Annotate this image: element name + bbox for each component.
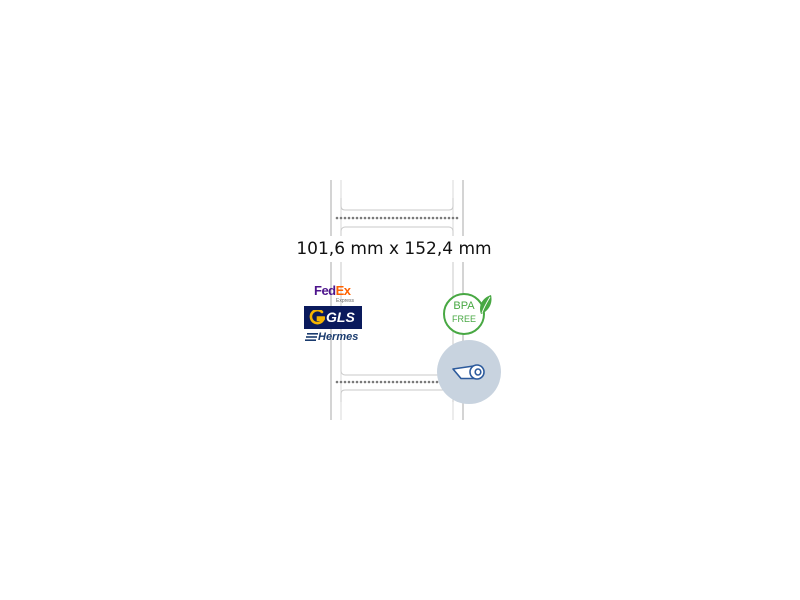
perforation-dot <box>375 380 379 384</box>
hermes-stripes-icon <box>305 333 318 341</box>
gls-text: GLS <box>326 309 355 325</box>
perforation-dot <box>391 380 395 384</box>
carrier-logos: FedEx Express GLS Hermes <box>300 282 370 348</box>
perforation-dot <box>423 216 427 220</box>
perforation-top <box>335 216 459 220</box>
perforation-dot <box>367 380 371 384</box>
fedex-brand-ex: Ex <box>335 283 351 298</box>
perforation-dot <box>399 216 403 220</box>
perforation-dot <box>371 216 375 220</box>
perforation-dot <box>443 216 447 220</box>
fedex-logo: FedEx <box>314 284 351 298</box>
perforation-dot <box>451 216 455 220</box>
label-dimensions: 101,6 mm x 152,4 mm <box>296 236 492 262</box>
perforation-dot <box>355 380 359 384</box>
paper-roll-icon <box>452 364 485 380</box>
perforation-dot <box>419 216 423 220</box>
perforation-dot <box>355 216 359 220</box>
perforation-dot <box>403 216 407 220</box>
perforation-dot <box>379 216 383 220</box>
bpa-text: BPA <box>453 300 475 312</box>
perforation-dot <box>411 380 415 384</box>
perforation-dot <box>343 216 347 220</box>
roll-badge <box>437 340 501 404</box>
bpa-free-badge: BPA FREE <box>442 292 494 338</box>
perforation-dot <box>395 216 399 220</box>
perforation-dot <box>415 216 419 220</box>
gls-swoosh-icon <box>309 310 325 325</box>
perforation-dot <box>335 380 339 384</box>
perforation-dot <box>367 216 371 220</box>
hermes-text: Hermes <box>318 331 359 343</box>
perforation-dot <box>391 216 395 220</box>
perforation-dot <box>415 380 419 384</box>
perforation-dot <box>431 216 435 220</box>
fedex-brand-fed: Fed <box>314 283 336 298</box>
perforation-dot <box>351 380 355 384</box>
bpa-badge-ring <box>443 293 485 335</box>
perforation-dot <box>371 380 375 384</box>
perforation-dot <box>359 380 363 384</box>
perforation-dot <box>439 216 443 220</box>
gls-logo: GLS <box>304 306 362 329</box>
perforation-dot <box>335 216 339 220</box>
perforation-dot <box>411 216 415 220</box>
perforation-dot <box>427 380 431 384</box>
perforation-dot <box>403 380 407 384</box>
perforation-dot <box>455 216 459 220</box>
perforation-dot <box>407 380 411 384</box>
perforation-dot <box>379 380 383 384</box>
perforation-dot <box>387 216 391 220</box>
perforation-dot <box>395 380 399 384</box>
perforation-dot <box>347 380 351 384</box>
fedex-subline: Express <box>336 298 355 304</box>
perforation-dot <box>407 216 411 220</box>
perforation-dot <box>423 380 427 384</box>
perforation-dot <box>351 216 355 220</box>
perforation-dot <box>383 216 387 220</box>
free-text: FREE <box>451 314 476 324</box>
perforation-dot <box>363 380 367 384</box>
perforation-dot <box>347 216 351 220</box>
perforation-dot <box>387 380 391 384</box>
perforation-dot <box>359 216 363 220</box>
perforation-dot <box>447 216 451 220</box>
perforation-dot <box>419 380 423 384</box>
perforation-dot <box>363 216 367 220</box>
perforation-dot <box>343 380 347 384</box>
perforation-dot <box>339 216 343 220</box>
perforation-dot <box>383 380 387 384</box>
perforation-dot <box>431 380 435 384</box>
perforation-dot <box>399 380 403 384</box>
perforation-dot <box>375 216 379 220</box>
perforation-dot <box>339 380 343 384</box>
perforation-dot <box>427 216 431 220</box>
perforation-dot <box>435 216 439 220</box>
leaf-icon <box>480 295 492 314</box>
